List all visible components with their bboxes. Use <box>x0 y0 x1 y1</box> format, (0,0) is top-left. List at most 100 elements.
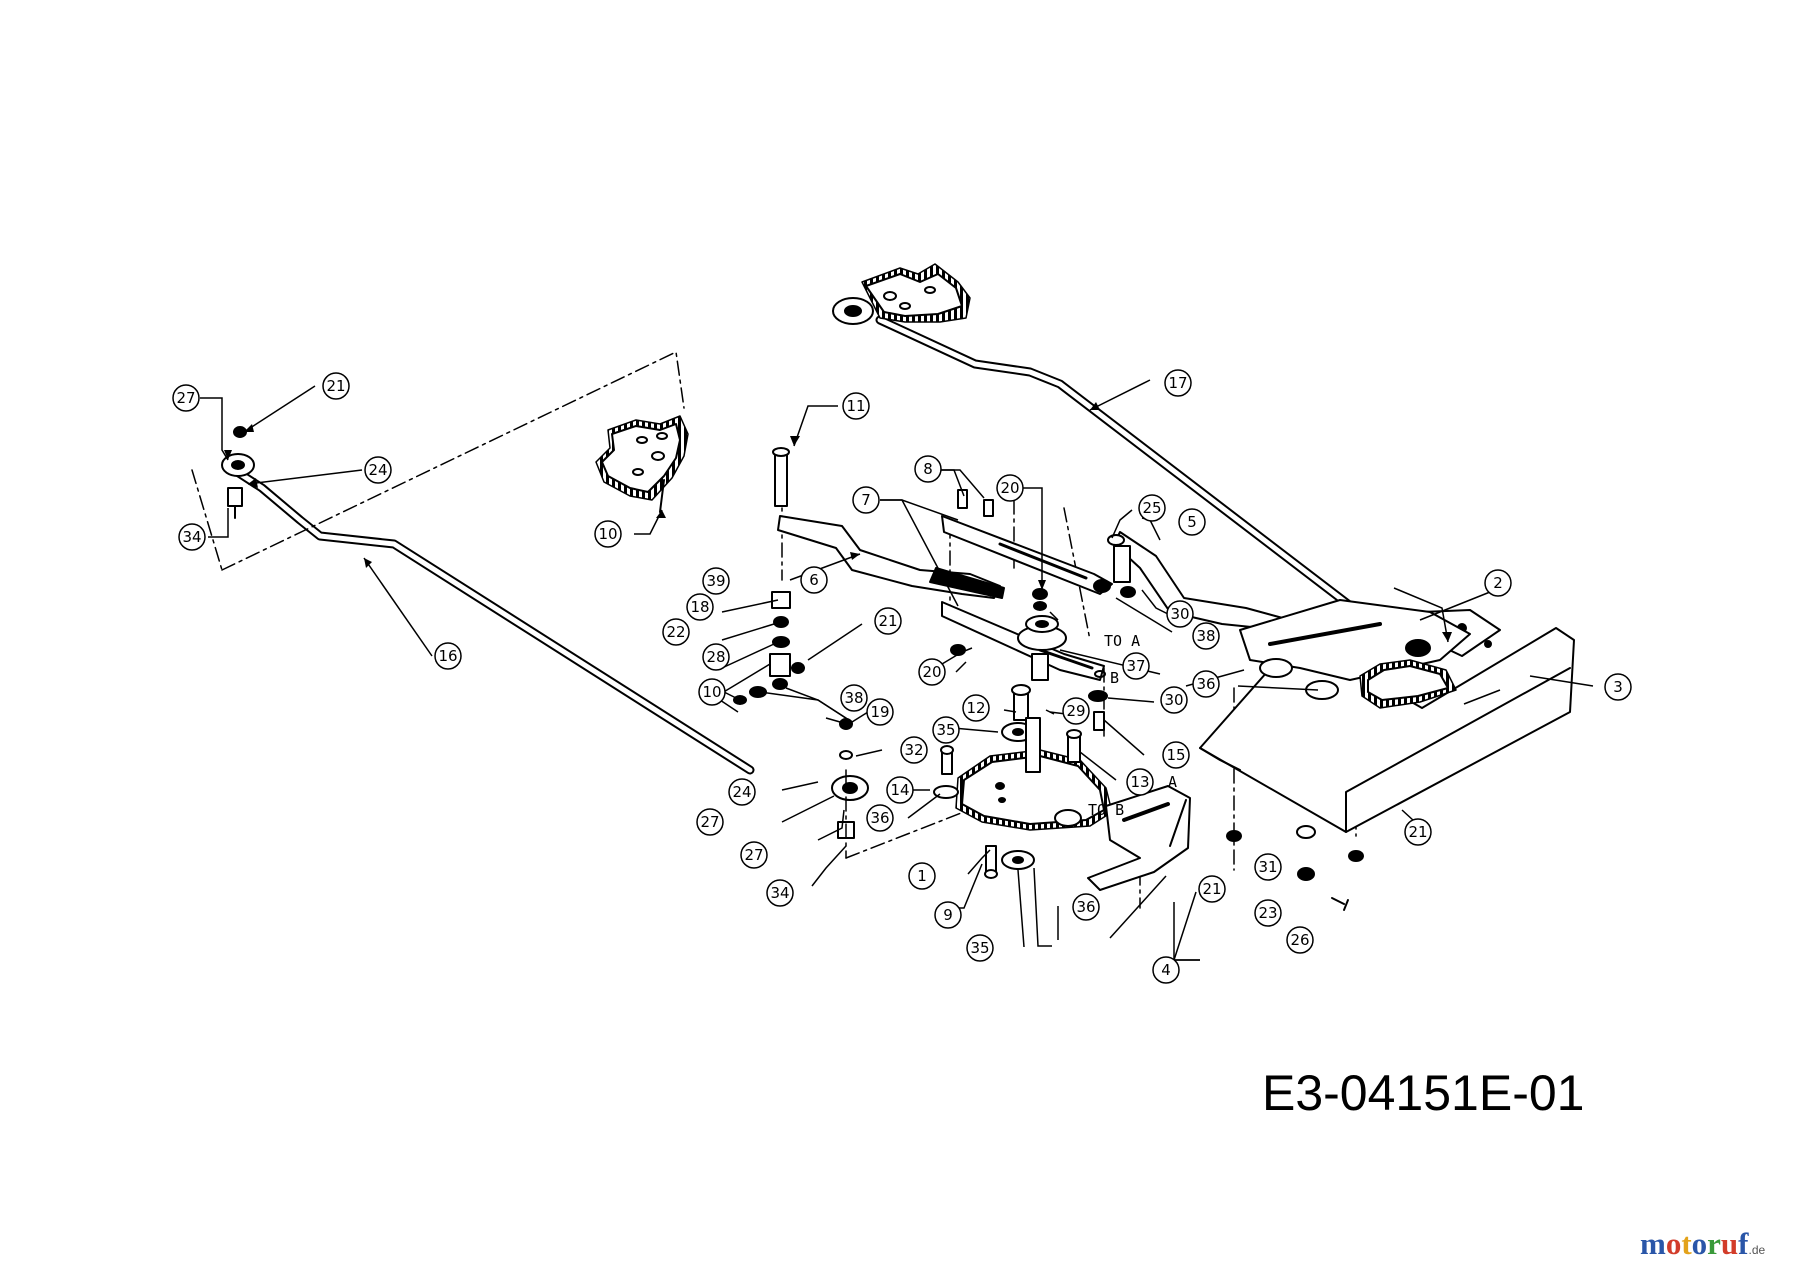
callout-c31: 31 <box>1254 853 1282 881</box>
callout-c36a: 36 <box>1192 670 1220 698</box>
callout-c36c: 36 <box>1072 893 1100 921</box>
callout-circle <box>662 618 690 646</box>
sector-gear-left <box>595 415 689 513</box>
callout-circle <box>178 523 206 551</box>
callout-c38b: 38 <box>1192 622 1220 650</box>
callout-number: 21 <box>1408 823 1427 841</box>
callout-number: 26 <box>1290 931 1309 949</box>
note-to-a: TO A <box>1104 632 1140 650</box>
callout-circle <box>1198 875 1226 903</box>
brand-tld: .de <box>1748 1243 1766 1257</box>
callout-circle <box>1152 956 1180 984</box>
callout-c6: 6 <box>800 566 828 594</box>
callout-circle <box>1192 670 1220 698</box>
callout-circle <box>962 694 990 722</box>
callout-circle <box>996 474 1024 502</box>
diagram-code: E3-04151E-01 <box>1262 1065 1585 1121</box>
callout-number: 14 <box>890 781 909 799</box>
callout-c1: 1 <box>908 862 936 890</box>
callout-circle <box>914 455 942 483</box>
callout-number: 29 <box>1066 702 1085 720</box>
callout-c30b: 30 <box>1160 686 1188 714</box>
brand-letter: f <box>1738 1226 1749 1261</box>
callout-circle <box>1604 673 1632 701</box>
callout-number: 36 <box>1076 898 1095 916</box>
callout-number: 31 <box>1258 858 1277 876</box>
rod-end-upper-left <box>221 426 255 519</box>
callout-number: 17 <box>1168 374 1187 392</box>
callout-c35a: 35 <box>932 716 960 744</box>
note-to-b: TO B <box>1088 801 1124 819</box>
callout-c21c: 21 <box>1198 875 1226 903</box>
callout-c39: 39 <box>702 567 730 595</box>
callout-circle <box>866 698 894 726</box>
rod-end-lower-left <box>831 718 869 839</box>
callout-c22: 22 <box>662 618 690 646</box>
callout-circle <box>1178 508 1206 536</box>
brand-letter: r <box>1707 1226 1721 1261</box>
callout-c24b: 24 <box>728 778 756 806</box>
callout-number: 16 <box>438 647 457 665</box>
callout-c24a: 24 <box>364 456 392 484</box>
callout-circle <box>1404 818 1432 846</box>
callout-c3: 3 <box>1604 673 1632 701</box>
callout-number: 25 <box>1142 499 1161 517</box>
callout-number: 2 <box>1493 574 1503 592</box>
callout-c21b: 21 <box>874 607 902 635</box>
callout-circle <box>800 566 828 594</box>
leader-arrowheads <box>224 402 1452 642</box>
callout-c10b: 10 <box>698 678 726 706</box>
reference-notes: TO A TO B A B <box>1088 632 1177 819</box>
callout-circle <box>1286 926 1314 954</box>
callout-number: 18 <box>690 598 709 616</box>
spacer-36-gear <box>1054 809 1082 827</box>
bolt-11 <box>772 447 790 507</box>
callout-circle <box>594 520 622 548</box>
washer-35-lower <box>1001 850 1035 870</box>
callout-c27c: 27 <box>740 841 768 869</box>
callout-number: 4 <box>1161 961 1171 979</box>
brand-letter: o <box>1691 1226 1708 1261</box>
callout-number: 22 <box>666 623 685 641</box>
callout-circle <box>172 384 200 412</box>
hub-stack-left <box>733 591 805 705</box>
center-spindle <box>950 588 1067 681</box>
callout-number: 27 <box>700 813 719 831</box>
callout-c34b: 34 <box>766 879 794 907</box>
sector-gear-upper <box>861 263 971 323</box>
callout-circle <box>1254 853 1282 881</box>
callout-circle <box>698 678 726 706</box>
callout-c13: 13 <box>1126 768 1154 796</box>
callout-circle <box>842 392 870 420</box>
callout-number: 1 <box>917 867 927 885</box>
brand-logo: motoruf.de <box>1640 1226 1765 1262</box>
callout-circle <box>740 841 768 869</box>
callout-number: 19 <box>870 703 889 721</box>
callout-number: 7 <box>861 491 871 509</box>
callout-circle <box>1160 686 1188 714</box>
callout-number: 36 <box>1196 675 1215 693</box>
brand-letter: t <box>1681 1226 1692 1261</box>
callout-number: 38 <box>1196 627 1215 645</box>
callout-number: 20 <box>1000 479 1019 497</box>
callout-c28: 28 <box>702 643 730 671</box>
callout-number: 39 <box>706 572 725 590</box>
callout-number: 5 <box>1187 513 1197 531</box>
callout-circle <box>1484 569 1512 597</box>
callout-c27a: 27 <box>172 384 200 412</box>
callout-circle <box>322 372 350 400</box>
washers-36-frame <box>1259 658 1339 700</box>
callout-number: 11 <box>846 397 865 415</box>
callout-circle <box>934 901 962 929</box>
callout-number: 8 <box>923 460 933 478</box>
callout-circle <box>900 736 928 764</box>
callout-circle <box>866 804 894 832</box>
callout-circle <box>874 607 902 635</box>
callout-number: 30 <box>1170 605 1189 623</box>
brand-letter: m <box>1640 1226 1666 1261</box>
bolt-12 <box>1001 684 1035 742</box>
callout-number: 35 <box>970 939 989 957</box>
note-label-b: B <box>1110 669 1119 687</box>
brand-letter: u <box>1720 1226 1739 1261</box>
